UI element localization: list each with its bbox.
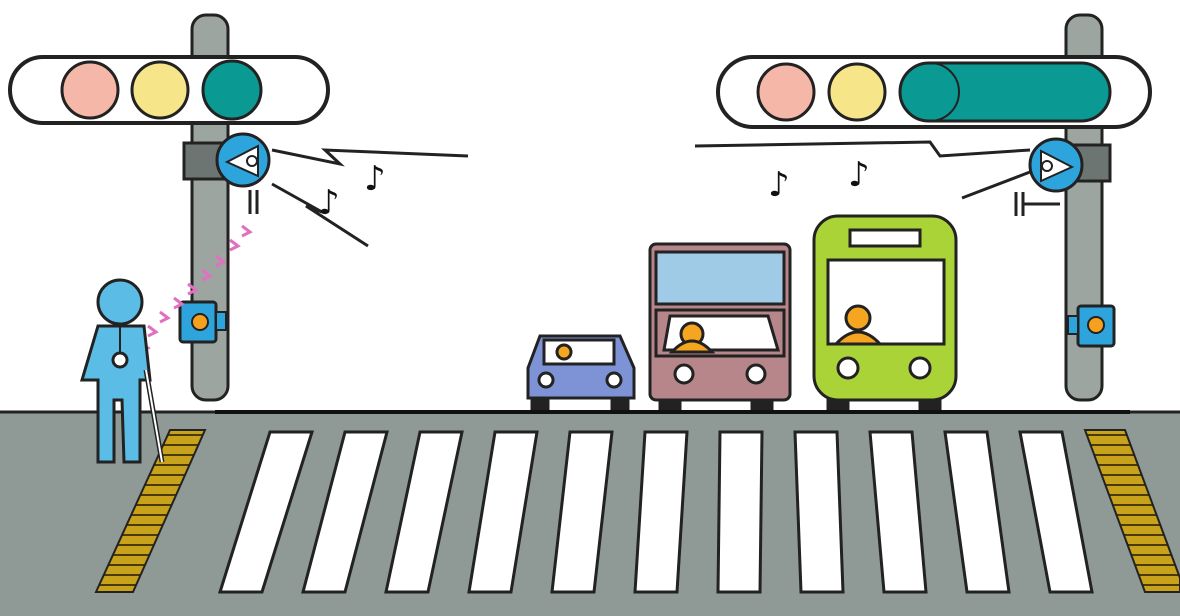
left-traffic-signal	[10, 57, 328, 123]
music-note-icon: ♪	[768, 165, 790, 205]
car	[528, 336, 634, 412]
bus	[814, 216, 956, 412]
yellow-lamp	[829, 64, 885, 120]
red-lamp	[62, 62, 118, 118]
push-button[interactable]	[1088, 317, 1104, 333]
push-button[interactable]	[192, 314, 208, 330]
red-lamp	[758, 64, 814, 120]
right-traffic-signal	[718, 57, 1150, 127]
truck	[650, 244, 790, 412]
music-note-icon: ♪	[318, 183, 340, 223]
crosswalk-stripe	[635, 432, 687, 592]
crosswalk-stripe	[718, 432, 762, 592]
music-note-icon: ♪	[364, 159, 386, 199]
crosswalk-stripe	[795, 432, 843, 592]
yellow-lamp	[132, 62, 188, 118]
music-note-icon: ♪	[848, 155, 870, 195]
green-lamp	[203, 61, 261, 119]
green-lamp-extended	[900, 63, 1110, 121]
